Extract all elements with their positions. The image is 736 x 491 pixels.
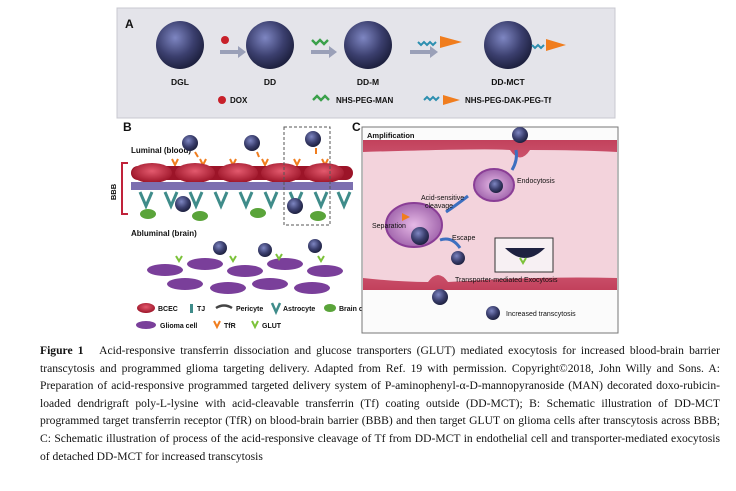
particle-icon xyxy=(287,198,303,214)
legend-glut: GLUT xyxy=(262,323,282,330)
arrow-icon xyxy=(220,46,246,58)
particle-label-dd-m: DD-M xyxy=(357,77,379,87)
legend-bcec: BCEC xyxy=(158,306,178,313)
exocytosis-label: Transporter-mediated Exocytosis xyxy=(455,277,558,284)
particle-icon xyxy=(308,239,322,253)
particle-dd-m xyxy=(344,21,392,69)
panel-b: B Luminal (blood) BBB xyxy=(109,120,371,330)
bbb-bracket xyxy=(121,162,128,215)
acid-cleavage-label-2: cleavage xyxy=(425,203,453,210)
tf-icon xyxy=(402,213,410,221)
tf-cone-icon xyxy=(440,36,462,48)
abluminal-label: Abluminal (brain) xyxy=(131,229,197,238)
peg-man-reagent-icon xyxy=(311,38,329,46)
caption-lead: Figure 1 xyxy=(40,344,84,357)
basement-membrane xyxy=(131,182,353,190)
legend-nhs-peg-dak-peg-tf: NHS-PEG-DAK-PEG-Tf xyxy=(465,96,552,105)
endocytosis-label: Endocytosis xyxy=(517,178,555,185)
increased-transcytosis-label: Increased transcytosis xyxy=(506,311,576,318)
particle-label-dd: DD xyxy=(264,77,276,87)
caption-text: Acid-responsive transferrin dissociation… xyxy=(40,344,721,463)
arrow-icon xyxy=(510,149,518,171)
tf-icon xyxy=(443,95,460,105)
legend-pericyte: Pericyte xyxy=(236,306,263,313)
glut-receptors xyxy=(175,253,325,263)
bcec-layer xyxy=(131,163,353,183)
dd-mct-tf-ligands xyxy=(531,39,566,51)
escape-label: Escape xyxy=(452,235,475,242)
dox-icon xyxy=(218,96,226,104)
peg-tf-icon xyxy=(423,95,440,102)
panel-a: A DGL DD DD-M DD-MCT DOX xyxy=(116,7,616,119)
particle-label-dd-mct: DD-MCT xyxy=(491,77,525,87)
particle-icon xyxy=(489,179,503,193)
particle-icon xyxy=(305,131,321,147)
tj-icon xyxy=(190,304,193,313)
legend-dox: DOX xyxy=(230,96,248,105)
zoom-particle xyxy=(505,248,545,258)
panel-b-legend: BCEC TJ Pericyte Astrocyte Brain cell Gl… xyxy=(136,302,371,330)
peg-man-icon xyxy=(312,94,330,102)
particle-icon xyxy=(451,251,465,265)
particle-dd-mct xyxy=(484,21,532,69)
legend-glioma-cell: Glioma cell xyxy=(160,323,197,330)
particle-icon xyxy=(486,306,500,320)
panel-a-legend: DOX NHS-PEG-MAN NHS-PEG-DAK-PEG-Tf xyxy=(218,94,552,105)
astrocyte-icon xyxy=(270,302,282,316)
glioma-cells xyxy=(147,258,343,294)
legend-astrocyte: Astrocyte xyxy=(283,306,315,313)
particle-icon xyxy=(512,127,528,143)
figure-illustration: A DGL DD DD-M DD-MCT DOX xyxy=(109,7,619,334)
legend-tj: TJ xyxy=(197,306,205,313)
particle-dd xyxy=(246,21,294,69)
legend-tfr: TfR xyxy=(224,323,236,330)
glut-icon xyxy=(251,320,259,330)
panel-a-label: A xyxy=(125,17,134,31)
glioma-icon xyxy=(136,321,156,329)
arrow-icon xyxy=(311,46,337,58)
legend-nhs-peg-man: NHS-PEG-MAN xyxy=(336,96,394,105)
dox-reagent-icon xyxy=(221,36,229,44)
legend-brain-cell: Brain cell xyxy=(339,306,371,313)
pericyte-icon xyxy=(215,304,233,310)
bcec-icon xyxy=(137,303,155,313)
particle-icon xyxy=(175,196,191,212)
particle-icon xyxy=(244,135,260,151)
brain-cell-icon xyxy=(324,304,336,312)
arrow-icon xyxy=(445,194,469,214)
arrow-icon xyxy=(410,46,438,58)
panel-b-label: B xyxy=(123,120,132,134)
tf-binding-icon xyxy=(194,148,317,158)
peg-tf-reagent-icon xyxy=(417,40,437,47)
particle-icon xyxy=(411,227,429,245)
amplification-label: Amplification xyxy=(367,131,415,140)
panel-c-label: C xyxy=(352,120,361,134)
luminal-label: Luminal (blood) xyxy=(131,146,191,155)
panel-c: C Amplification Endocytosis Acid-sensiti… xyxy=(352,120,619,334)
highlight-box xyxy=(283,126,331,226)
acid-cleavage-label-1: Acid-sensitive xyxy=(421,195,464,202)
arrow-icon xyxy=(439,237,462,249)
particle-icon xyxy=(213,241,227,255)
brain-cell-layer xyxy=(140,208,326,221)
bbb-label: BBB xyxy=(109,183,118,200)
particle-icon xyxy=(258,243,272,257)
tfr-icon xyxy=(213,320,221,330)
particle-icon xyxy=(182,135,198,151)
separation-label: Separation xyxy=(372,223,406,230)
particle-icon xyxy=(432,289,448,305)
particle-dgl xyxy=(156,21,204,69)
particle-label-dgl: DGL xyxy=(171,77,189,87)
glut-icon xyxy=(519,257,527,265)
astrocyte-layer xyxy=(138,191,352,210)
figure-caption: Figure 1 Acid-responsive transferrin dis… xyxy=(40,342,720,465)
